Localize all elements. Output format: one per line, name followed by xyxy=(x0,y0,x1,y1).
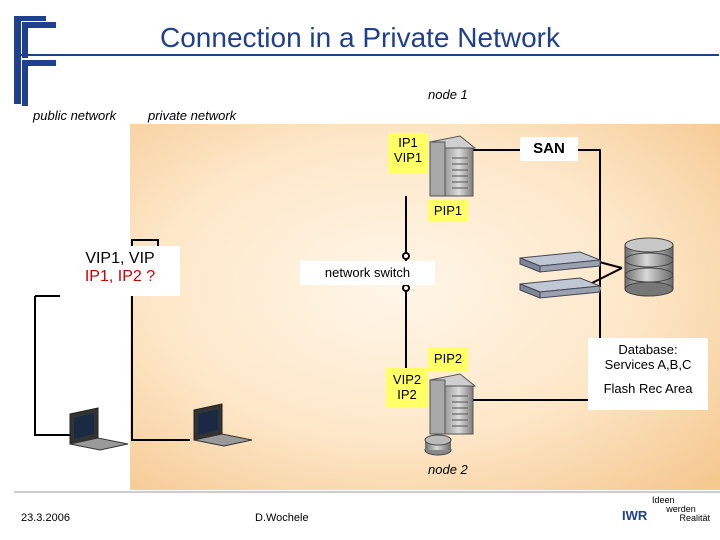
public-network-label: public network xyxy=(33,108,117,123)
node1-address-box: IP1 VIP1 xyxy=(388,133,428,173)
corner-decoration-accent xyxy=(22,22,56,58)
database-flash-area: Flash Rec Area xyxy=(603,381,693,396)
tagline-line-2: werden xyxy=(666,504,696,514)
pip2-label: PIP2 xyxy=(433,351,463,366)
footer-author: D.Wochele xyxy=(255,512,309,524)
switch-port-bottom xyxy=(402,284,410,292)
private-network-label: private network xyxy=(148,108,237,123)
node2-disk-icon xyxy=(424,434,452,456)
iwr-logo-text: IWR xyxy=(622,508,648,523)
laptop-icon-2 xyxy=(193,403,253,447)
san-switch-icon-bottom xyxy=(519,277,601,299)
node2-address-box: VIP2 IP2 xyxy=(386,368,428,408)
database-info-box: Database: Services A,B,C Flash Rec Area xyxy=(588,338,708,410)
san-switch-icon-top xyxy=(519,251,601,273)
pip1-label: PIP1 xyxy=(433,203,463,218)
database-services: Services A,B,C xyxy=(604,357,692,372)
footer-date: 23.3.2006 xyxy=(21,512,70,524)
node2-server-icon xyxy=(428,373,477,435)
node2-vip: VIP2 xyxy=(392,372,422,387)
corner-decoration-horizontal-top xyxy=(14,16,46,21)
iwr-logo: IWR xyxy=(622,508,647,523)
node2-ip: IP2 xyxy=(397,387,417,402)
san-label-box: SAN xyxy=(520,137,578,161)
corner-decoration-accent-2 xyxy=(22,60,56,106)
pip1-box: PIP1 xyxy=(428,200,468,222)
corner-decoration-vertical xyxy=(14,16,21,104)
node1-ip: IP1 xyxy=(398,135,418,150)
node1-vip: VIP1 xyxy=(393,150,423,165)
corner-decoration-horizontal-mid xyxy=(14,54,719,56)
node1-server-icon xyxy=(428,135,477,197)
database-title: Database: xyxy=(618,342,678,357)
tagline-line-1: Ideen xyxy=(652,495,675,505)
network-switch-label: network switch xyxy=(324,265,411,280)
client-address-box: VIP1, VIP IP1, IP2 ? xyxy=(60,246,180,296)
node2-label: node 2 xyxy=(428,462,468,477)
tagline-line-3: Realität xyxy=(679,513,710,523)
node1-label: node 1 xyxy=(428,87,468,102)
laptop-icon-1 xyxy=(69,407,129,451)
public-network-line xyxy=(34,296,70,436)
database-cylinder-icon xyxy=(624,237,674,297)
network-switch-box: network switch xyxy=(300,261,435,285)
client-ip-text: IP1, IP2 ? xyxy=(84,268,156,285)
client-vip-text: VIP1, VIP xyxy=(85,250,155,267)
switch-port-top xyxy=(402,252,410,260)
san-label: SAN xyxy=(533,140,565,157)
private-network-background xyxy=(130,124,720,490)
pip2-box: PIP2 xyxy=(428,347,468,371)
footer-tagline: Ideen werden Realität xyxy=(652,496,710,523)
slide-title: Connection in a Private Network xyxy=(160,22,560,53)
